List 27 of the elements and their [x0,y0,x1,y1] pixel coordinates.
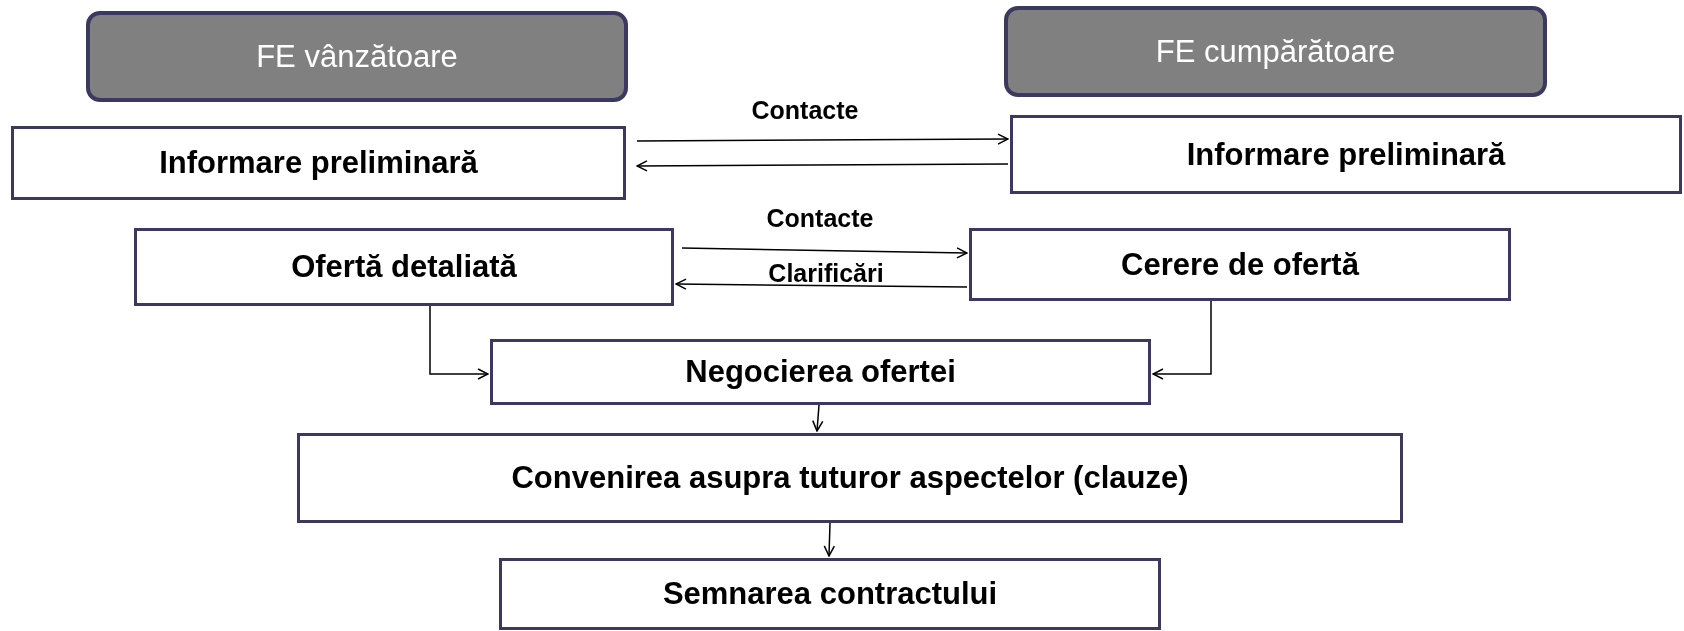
node-label: Convenirea asupra tuturor aspectelor (clauze) [511,460,1189,496]
node-label: Informare preliminară [159,145,478,181]
process-box [11,126,626,200]
node-label: FE cumpărătoare [1155,33,1396,70]
arrow [823,522,836,557]
process-box [134,228,674,306]
node-label: Ofertă detaliată [291,249,517,285]
node-label: Informare preliminară [1186,136,1506,173]
arrow [636,133,1009,145]
arrow [675,278,968,290]
header-box [86,11,628,102]
process-box [1010,115,1682,194]
process-box [490,339,1151,405]
process-box [969,228,1511,301]
node-label: Negocierea ofertei [685,354,956,390]
process-box [297,433,1403,523]
edge-label: Contacte [751,97,859,123]
arrow [681,247,968,259]
node-label: Semnarea contractului [662,576,998,612]
edge-label: Clarificări [768,260,884,286]
node-label: Cerere de ofertă [1121,246,1359,283]
node-label: FE vânzătoare [256,38,458,75]
arrow [636,160,1009,172]
arrow [812,404,824,432]
process-box [499,558,1161,630]
edge-label: Contacte [766,205,874,231]
header-box [1004,6,1547,97]
